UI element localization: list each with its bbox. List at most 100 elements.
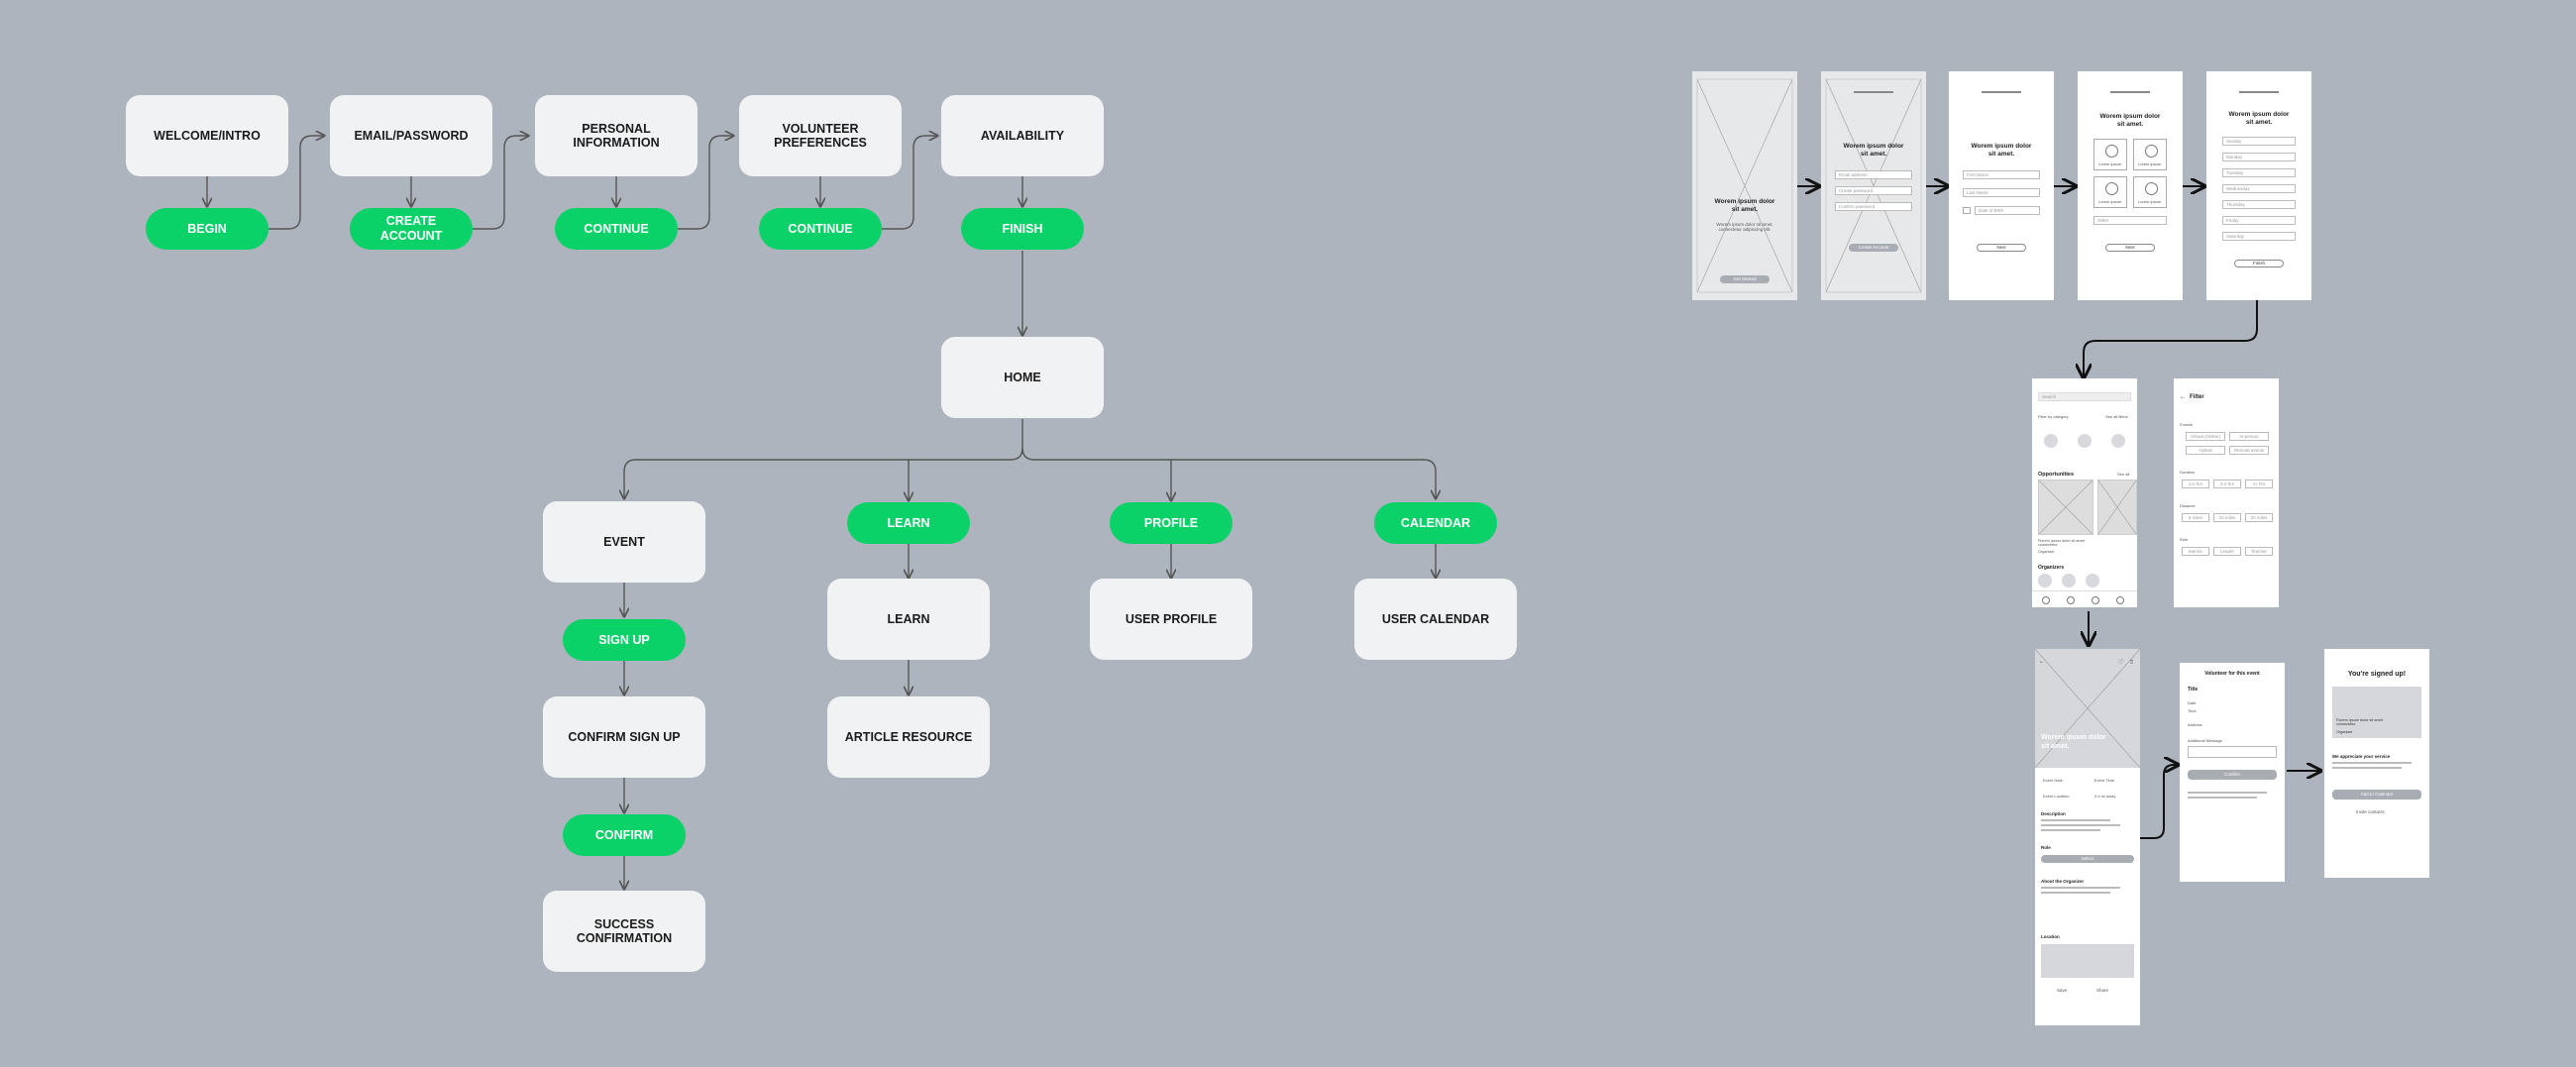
tile-icon: [2145, 182, 2158, 195]
organizer-avatar[interactable]: [2086, 574, 2099, 587]
wf4-tile-2[interactable]: Lorem ipsum: [2133, 139, 2167, 170]
wf-filter-option[interactable]: In-person: [2229, 432, 2269, 441]
learn-node: LEARN: [827, 579, 990, 660]
home-tab-icon[interactable]: [2042, 596, 2050, 604]
wf-filter-option[interactable]: Hybrid: [2186, 446, 2225, 455]
wf3-first-name[interactable]: First Name: [1963, 170, 2040, 179]
wf5-day-field[interactable]: Thursday: [2222, 200, 2296, 209]
wf-filter-option[interactable]: 20 miles: [2245, 513, 2273, 522]
wf-event-map[interactable]: [2041, 944, 2134, 978]
wf-home-card-image[interactable]: [2038, 480, 2093, 535]
wf-filter-title: Filter: [2190, 394, 2204, 400]
calendar-tab-icon[interactable]: [2092, 596, 2099, 604]
text-line: [2041, 819, 2110, 821]
confirm-sign-up-label: CONFIRM SIGN UP: [568, 730, 681, 744]
wf2-create-button[interactable]: Create Account: [1849, 244, 1898, 252]
wf-filter-option[interactable]: Remote events: [2229, 446, 2269, 455]
category-icon[interactable]: [2044, 434, 2058, 448]
wf-filter-option[interactable]: Mentor: [2182, 547, 2209, 556]
wf-event-hero: Worem ipsum dolor sit amet.: [2035, 649, 2140, 768]
wf-home-search[interactable]: Search: [2038, 392, 2131, 401]
wf5-day-field[interactable]: Saturday: [2222, 232, 2296, 241]
share-icon[interactable]: ⇧: [2129, 660, 2135, 666]
text-line: [2188, 797, 2257, 799]
wf4-tile-3-label: Lorem ipsum: [2098, 199, 2122, 204]
organizer-avatar[interactable]: [2038, 574, 2052, 587]
back-arrow-icon[interactable]: ←: [2180, 394, 2186, 400]
text-line: [2332, 762, 2412, 764]
wf5-day-field[interactable]: Monday: [2222, 153, 2296, 161]
wf5-day-field[interactable]: Sunday: [2222, 137, 2296, 146]
wf-event-description: Description: [2041, 811, 2066, 816]
wf5-day-field[interactable]: Wednesday: [2222, 184, 2296, 193]
wf5-finish-button[interactable]: Finish: [2234, 260, 2284, 267]
wf3-last-name[interactable]: Last Name: [1963, 188, 2040, 197]
wf-event-save[interactable]: Save: [2057, 988, 2068, 993]
wf4-tile-4-label: Lorem ipsum: [2138, 199, 2162, 204]
wf-event-location-label: Location: [2041, 934, 2060, 939]
wf4-tile-1[interactable]: Lorem ipsum: [2093, 139, 2127, 170]
wf-filter-option[interactable]: Virtual (Online): [2186, 432, 2225, 441]
wf-home-see[interactable]: See all: [2117, 472, 2130, 477]
wf-event-share[interactable]: Share: [2096, 988, 2109, 993]
wf-filter-option[interactable]: 4+ hrs: [2245, 480, 2273, 488]
wf3-next-button[interactable]: Next: [1977, 244, 2026, 252]
wf-home-card-image-2[interactable]: [2097, 480, 2137, 535]
wf2-password-field[interactable]: Create password: [1835, 186, 1912, 195]
text-line: [2041, 892, 2110, 894]
learn-tab-icon[interactable]: [2067, 596, 2075, 604]
create-account-label: CREATE ACCOUNT: [379, 214, 443, 243]
wf2-progress: [1854, 91, 1893, 93]
wf-filter-option[interactable]: Leader: [2213, 547, 2241, 556]
wf-event-hero-title: Worem ipsum dolor sit amet.: [2041, 734, 2106, 750]
wf3-dob[interactable]: Date of Birth: [1975, 206, 2040, 215]
wf5-title: Worem ipsum dolor sit amet.: [2228, 111, 2290, 127]
wireframe-personal-info: Worem ipsum dolor sit amet. First Name L…: [1949, 71, 2054, 300]
continue-label-2: CONTINUE: [788, 221, 853, 236]
profile-tab-icon[interactable]: [2116, 596, 2124, 604]
wf-signed-invite[interactable]: Invite contacts: [2356, 809, 2385, 814]
wf5-day-field[interactable]: Tuesday: [2222, 168, 2296, 177]
wireframe-filter: ← Filter Format Virtual (Online) In-pers…: [2174, 378, 2279, 607]
wf-event-distance: 0.4 mi away: [2094, 794, 2116, 799]
wireframe-signed-up: You're signed up! Florem ipsum dolor sit…: [2324, 649, 2429, 878]
success-confirmation-label: SUCCESS CONFIRMATION: [576, 917, 673, 945]
continue-pill-2: CONTINUE: [759, 208, 882, 250]
back-arrow-icon[interactable]: ←: [2039, 659, 2045, 665]
wf-filter-option[interactable]: 2-4 hrs: [2213, 480, 2241, 488]
wf-signed-card[interactable]: Florem ipsum dolor sit amet consectetur …: [2332, 687, 2421, 738]
wf5-day-field[interactable]: Friday: [2222, 216, 2296, 225]
organizer-avatar[interactable]: [2062, 574, 2076, 587]
user-profile-node: USER PROFILE: [1090, 579, 1252, 660]
wf-vol-message-field[interactable]: [2188, 746, 2277, 758]
wf-home-see-all[interactable]: See all filters: [2105, 414, 2128, 419]
wf-vol-message-label: Additional Message: [2188, 738, 2222, 743]
wf2-email-field[interactable]: Email address: [1835, 170, 1912, 179]
wf-event-role-button[interactable]: Select: [2041, 855, 2134, 863]
wf-filter-distance: Distance: [2180, 503, 2196, 508]
heart-icon[interactable]: ♡: [2118, 660, 2124, 666]
begin-pill: BEGIN: [146, 208, 268, 250]
image-placeholder-icon: [2035, 649, 2140, 768]
category-icon[interactable]: [2111, 434, 2125, 448]
wf-signed-calendar-button[interactable]: Add to Calendar: [2332, 790, 2421, 800]
wf4-other-field[interactable]: Other: [2093, 216, 2167, 225]
wf1-get-started-button[interactable]: Get Started: [1720, 275, 1770, 283]
user-calendar-node: USER CALENDAR: [1354, 579, 1517, 660]
wf-filter-option[interactable]: 1-2 hrs: [2182, 480, 2209, 488]
calendar-pill: CALENDAR: [1374, 502, 1497, 544]
wf-event-date: Event Date: [2043, 778, 2063, 783]
wf1-title: Worem ipsum dolor sit amet.: [1714, 198, 1775, 214]
wf2-title: Worem ipsum dolor sit amet.: [1843, 143, 1904, 159]
wf4-tile-3[interactable]: Lorem ipsum: [2093, 176, 2127, 208]
wf-filter-option[interactable]: 10 miles: [2213, 513, 2241, 522]
wf4-tile-4[interactable]: Lorem ipsum: [2133, 176, 2167, 208]
availability-label: AVAILABILITY: [980, 129, 1065, 143]
wf-vol-confirm-button[interactable]: Confirm: [2188, 770, 2277, 780]
wf-home-organizer: Organizer: [2038, 550, 2055, 554]
category-icon[interactable]: [2078, 434, 2092, 448]
wf4-next-button[interactable]: Next: [2105, 244, 2155, 252]
wf-filter-option[interactable]: Teacher: [2245, 547, 2273, 556]
wf2-confirm-field[interactable]: Confirm password: [1835, 202, 1912, 211]
wf-filter-option[interactable]: 5 miles: [2182, 513, 2209, 522]
